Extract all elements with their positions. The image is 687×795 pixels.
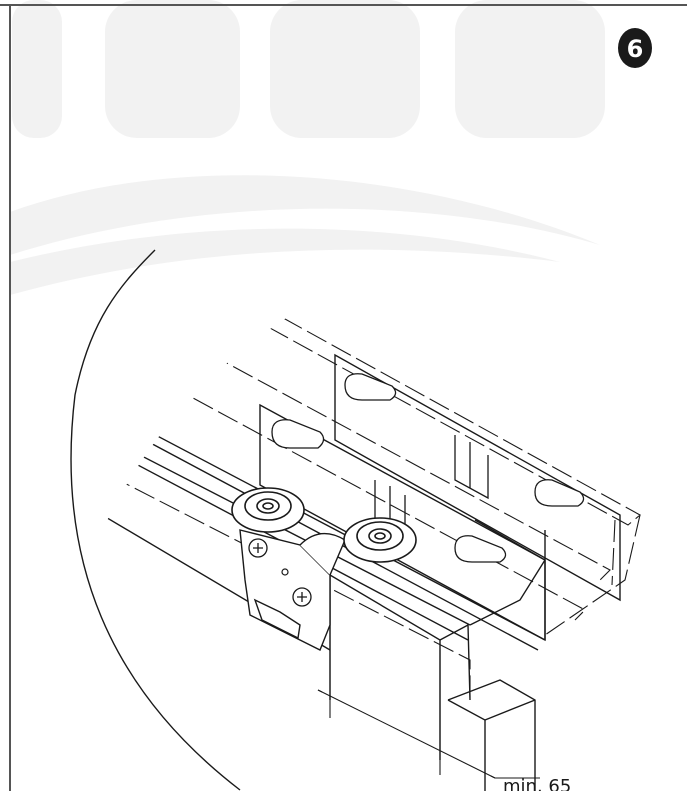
- step-badge: 6: [618, 28, 652, 68]
- clip-tabs: [271, 373, 585, 563]
- rivet: [281, 568, 289, 576]
- door-block: [447, 679, 536, 791]
- plate-right: [334, 353, 621, 602]
- screw-icon-right: [292, 587, 312, 607]
- detail-lens: [70, 249, 241, 791]
- roller-bracket: [239, 529, 346, 651]
- dimension-lines: [317, 625, 540, 779]
- dashed-profile: [59, 249, 641, 700]
- roller-left: [231, 487, 305, 533]
- screw-icon-left: [248, 538, 268, 558]
- watermark-logo: [10, 0, 605, 295]
- page-frame: [0, 4, 687, 791]
- dimension-label: min. 65: [503, 776, 571, 791]
- rail-assembly: [59, 249, 641, 791]
- roller-right: [343, 517, 417, 563]
- step-number: 6: [627, 35, 644, 63]
- plate-left: [259, 403, 546, 642]
